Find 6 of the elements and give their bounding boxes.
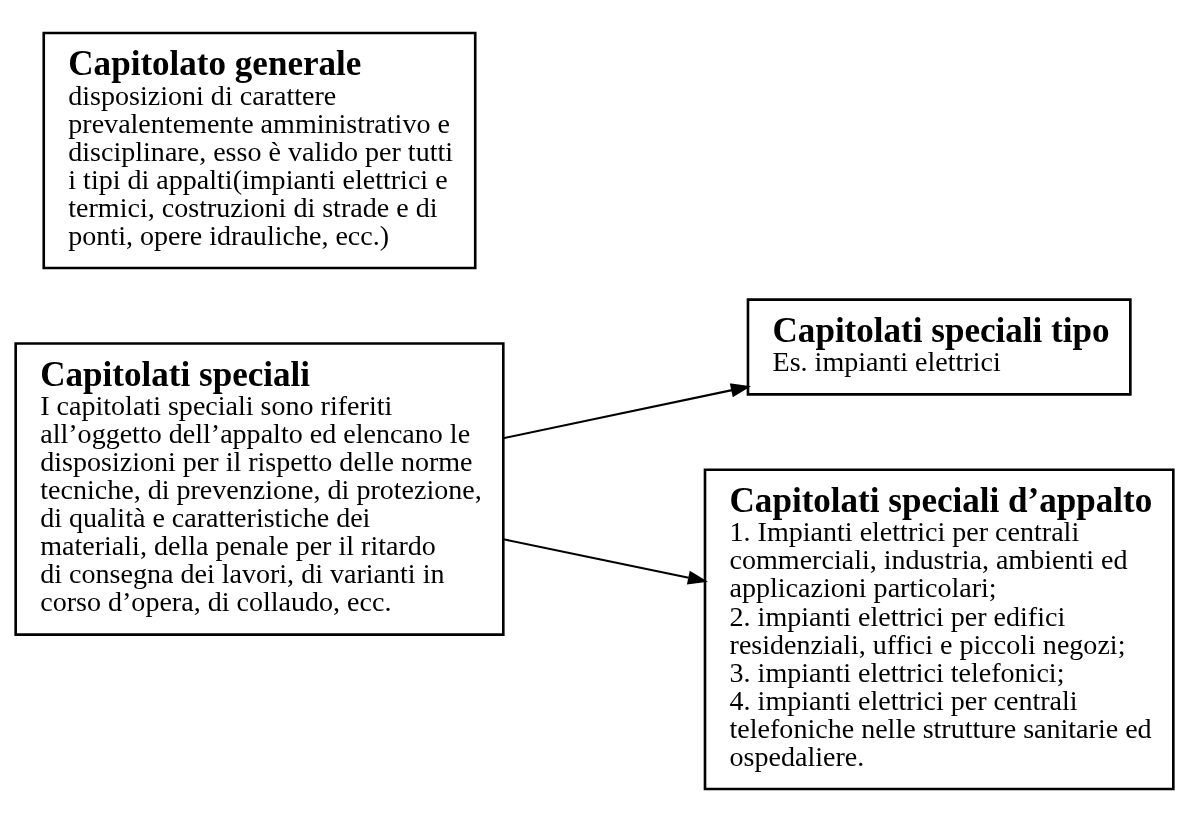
node-box: Capitolato generale disposizioni di carattere prevalentemente amministrativo e disciplinare, esso è valido per tutti i tipi di appalti(impianti elettrici e termici, costruzioni di strade e di ponti, opere idrauliche, ecc.) xyxy=(42,31,477,270)
node-box: Capitolati speciali tipo Es. impianti elettrici xyxy=(746,298,1132,396)
arrow xyxy=(503,538,708,585)
node-box: Capitolati speciali I capitolati speciali sono riferiti all’oggetto dell’appalto ed elencano le disposizioni per il rispetto delle norme tecniche, di prevenzione, di protezione, di qualità e caratteristiche dei materiali, della penale per il ritardo di consegna dei lavori, di varianti in corso d’opera, di collaudo, ecc. xyxy=(14,342,505,636)
arrow xyxy=(503,383,751,440)
node-box: Capitolati speciali d’appalto 1. Impianti elettrici per centrali commerciali, industria, ambienti ed applicazioni particolari; 2. impianti elettrici per edifici residenziali, uffici e piccoli negozi; 3. impianti elettrici telefonici; 4. impianti elettrici per centrali telefoniche nelle strutture sanitarie ed ospedaliere. xyxy=(703,468,1175,791)
